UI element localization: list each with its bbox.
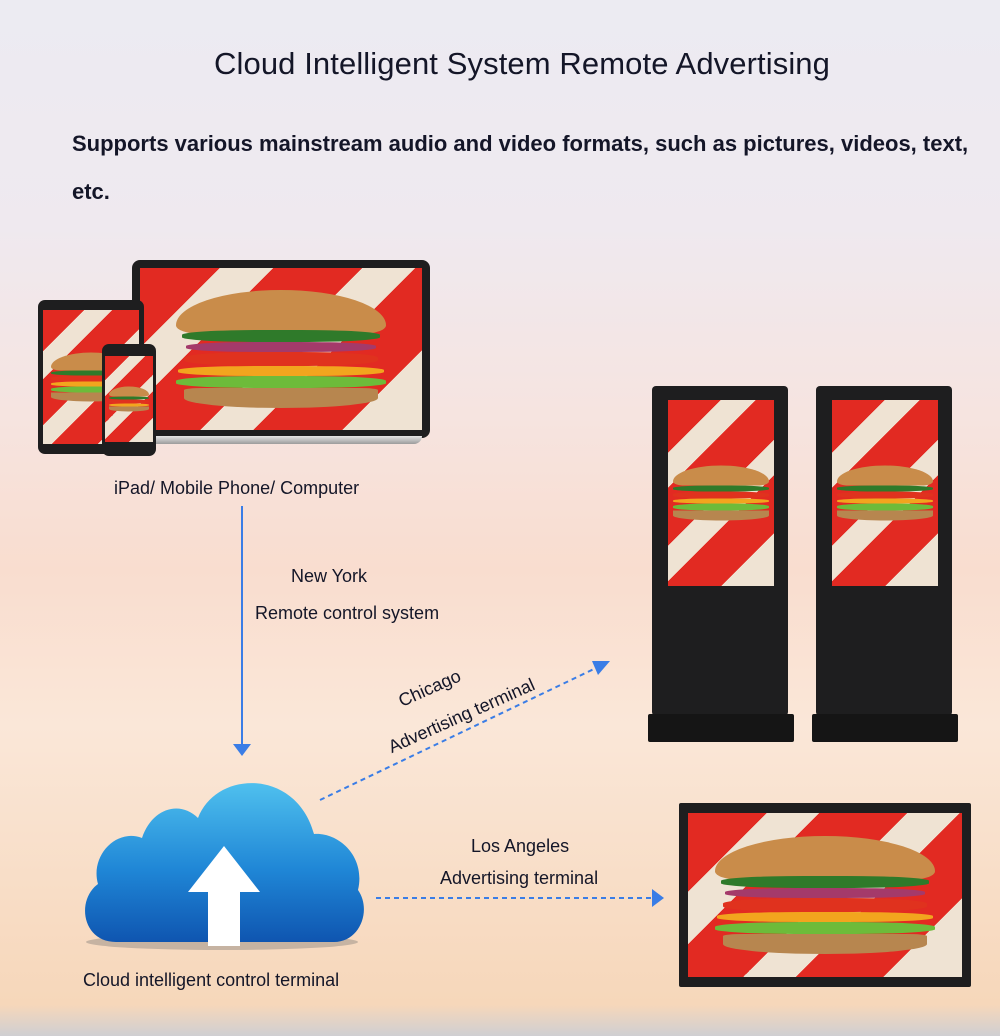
burger-image (176, 290, 386, 408)
cloud-label: Cloud intelligent control terminal (83, 970, 340, 990)
kiosk-2 (812, 386, 958, 742)
laptop-base (116, 436, 422, 444)
los-angeles-arrowhead (652, 889, 664, 907)
source-devices-label: iPad/ Mobile Phone/ Computer (114, 478, 360, 498)
page-subtitle: Supports various mainstream audio and vi… (72, 131, 969, 204)
kiosk-2-screen (832, 400, 938, 586)
laptop-screen (140, 268, 422, 430)
source-devices (36, 260, 430, 460)
wall-display (679, 803, 971, 987)
cloud-upload-icon (85, 783, 364, 950)
kiosk-1-screen (668, 400, 774, 586)
chicago-arrow-line (319, 667, 597, 801)
los-angeles-desc: Advertising terminal (440, 868, 599, 888)
new-york-arrowhead (233, 744, 251, 756)
new-york-label: New York (291, 566, 368, 586)
page-title: Cloud Intelligent System Remote Advertis… (214, 46, 830, 81)
new-york-desc: Remote control system (255, 603, 440, 623)
los-angeles-label: Los Angeles (471, 836, 570, 856)
kiosk-1 (648, 386, 794, 742)
chicago-arrowhead (592, 661, 610, 675)
phone-screen (105, 356, 153, 442)
wall-display-screen (688, 813, 962, 977)
laptop (132, 260, 430, 438)
kiosk-1-base (648, 714, 794, 742)
phone (102, 344, 156, 456)
kiosk-2-base (812, 714, 958, 742)
